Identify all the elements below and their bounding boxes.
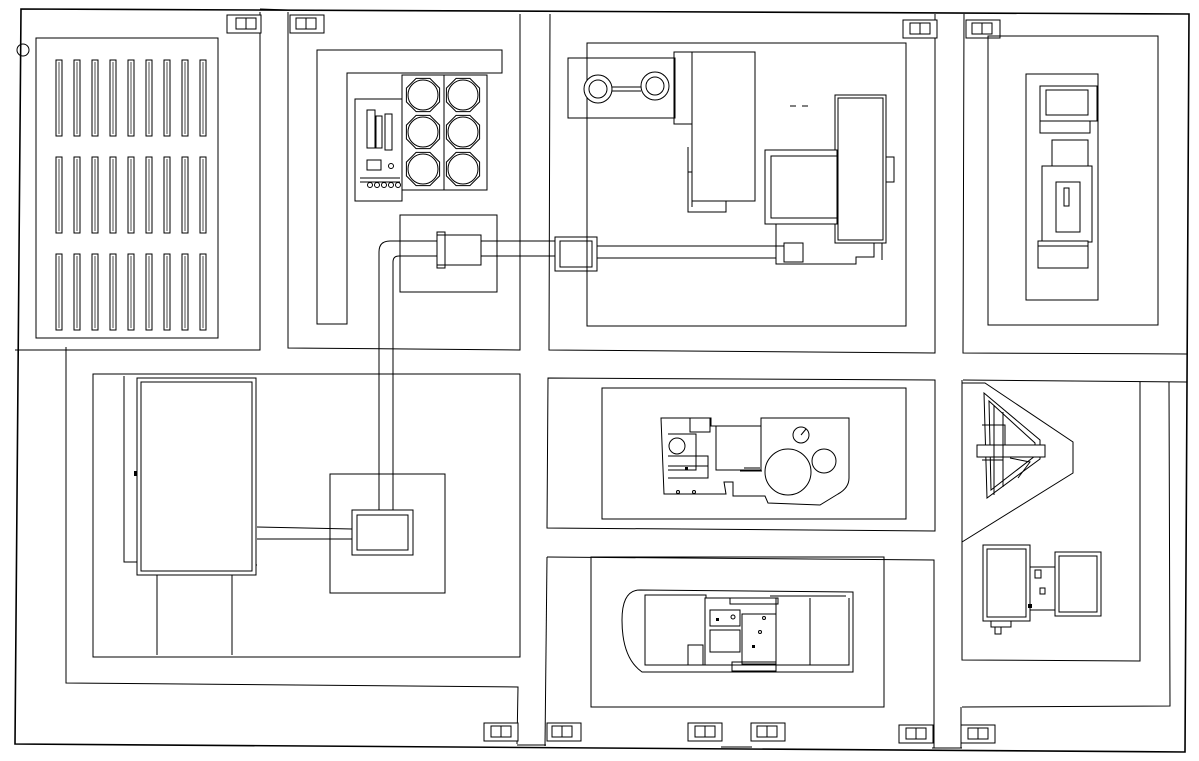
storage-tank	[406, 152, 439, 185]
plant-equipment	[602, 388, 906, 519]
solar-panel	[200, 254, 206, 330]
solar-panel	[164, 254, 170, 330]
site-boundary	[15, 9, 1189, 752]
storage-tank-shell	[408, 154, 438, 184]
solar-panel	[182, 157, 188, 233]
solar-panel	[200, 60, 206, 136]
gate-3	[903, 20, 937, 38]
solar-panel	[110, 60, 116, 136]
storage-tank	[446, 78, 479, 111]
solar-panel	[56, 157, 62, 233]
loading-building	[591, 557, 884, 707]
solar-panel	[128, 254, 134, 330]
gate-2	[290, 15, 324, 33]
solar-panel	[164, 157, 170, 233]
gate-10	[961, 725, 995, 743]
storage-tank-shell	[448, 117, 478, 147]
control-building	[988, 36, 1158, 325]
gate-6	[547, 723, 581, 741]
gate-5	[484, 723, 518, 741]
storage-tank-shell	[408, 80, 438, 110]
solar-panel	[164, 60, 170, 136]
solar-array	[36, 38, 218, 338]
solar-panel	[92, 60, 98, 136]
process-building	[568, 43, 906, 326]
gates	[227, 9, 1000, 748]
solar-panel	[92, 254, 98, 330]
gate-8	[751, 723, 785, 741]
gate-1	[227, 15, 261, 33]
solar-panel	[56, 254, 62, 330]
solar-panel	[200, 157, 206, 233]
storage-tank	[406, 115, 439, 148]
solar-panel	[92, 157, 98, 233]
triangular-building	[962, 383, 1073, 542]
solar-panel	[110, 254, 116, 330]
storage-tank-shell	[448, 154, 478, 184]
gate-7	[688, 723, 722, 741]
solar-panel	[146, 157, 152, 233]
gate-9	[899, 725, 933, 743]
solar-panel	[74, 60, 80, 136]
benchmark-marker	[17, 44, 29, 56]
solar-panel	[146, 254, 152, 330]
storage-tank-shell	[408, 117, 438, 147]
storage-tank-shell	[448, 80, 478, 110]
storage-tank	[406, 78, 439, 111]
pipeline	[257, 232, 803, 593]
solar-panel	[128, 157, 134, 233]
solar-panel	[128, 60, 134, 136]
solar-panel	[182, 254, 188, 330]
auxiliary-building	[983, 545, 1101, 634]
solar-panel	[110, 157, 116, 233]
storage-yard	[93, 374, 520, 657]
solar-panel	[56, 60, 62, 136]
solar-panel	[74, 254, 80, 330]
tank-farm	[317, 50, 502, 324]
solar-panel	[182, 60, 188, 136]
solar-panel	[74, 157, 80, 233]
gate-4	[966, 20, 1000, 38]
storage-tank	[446, 115, 479, 148]
storage-tank	[446, 152, 479, 185]
solar-panel	[146, 60, 152, 136]
